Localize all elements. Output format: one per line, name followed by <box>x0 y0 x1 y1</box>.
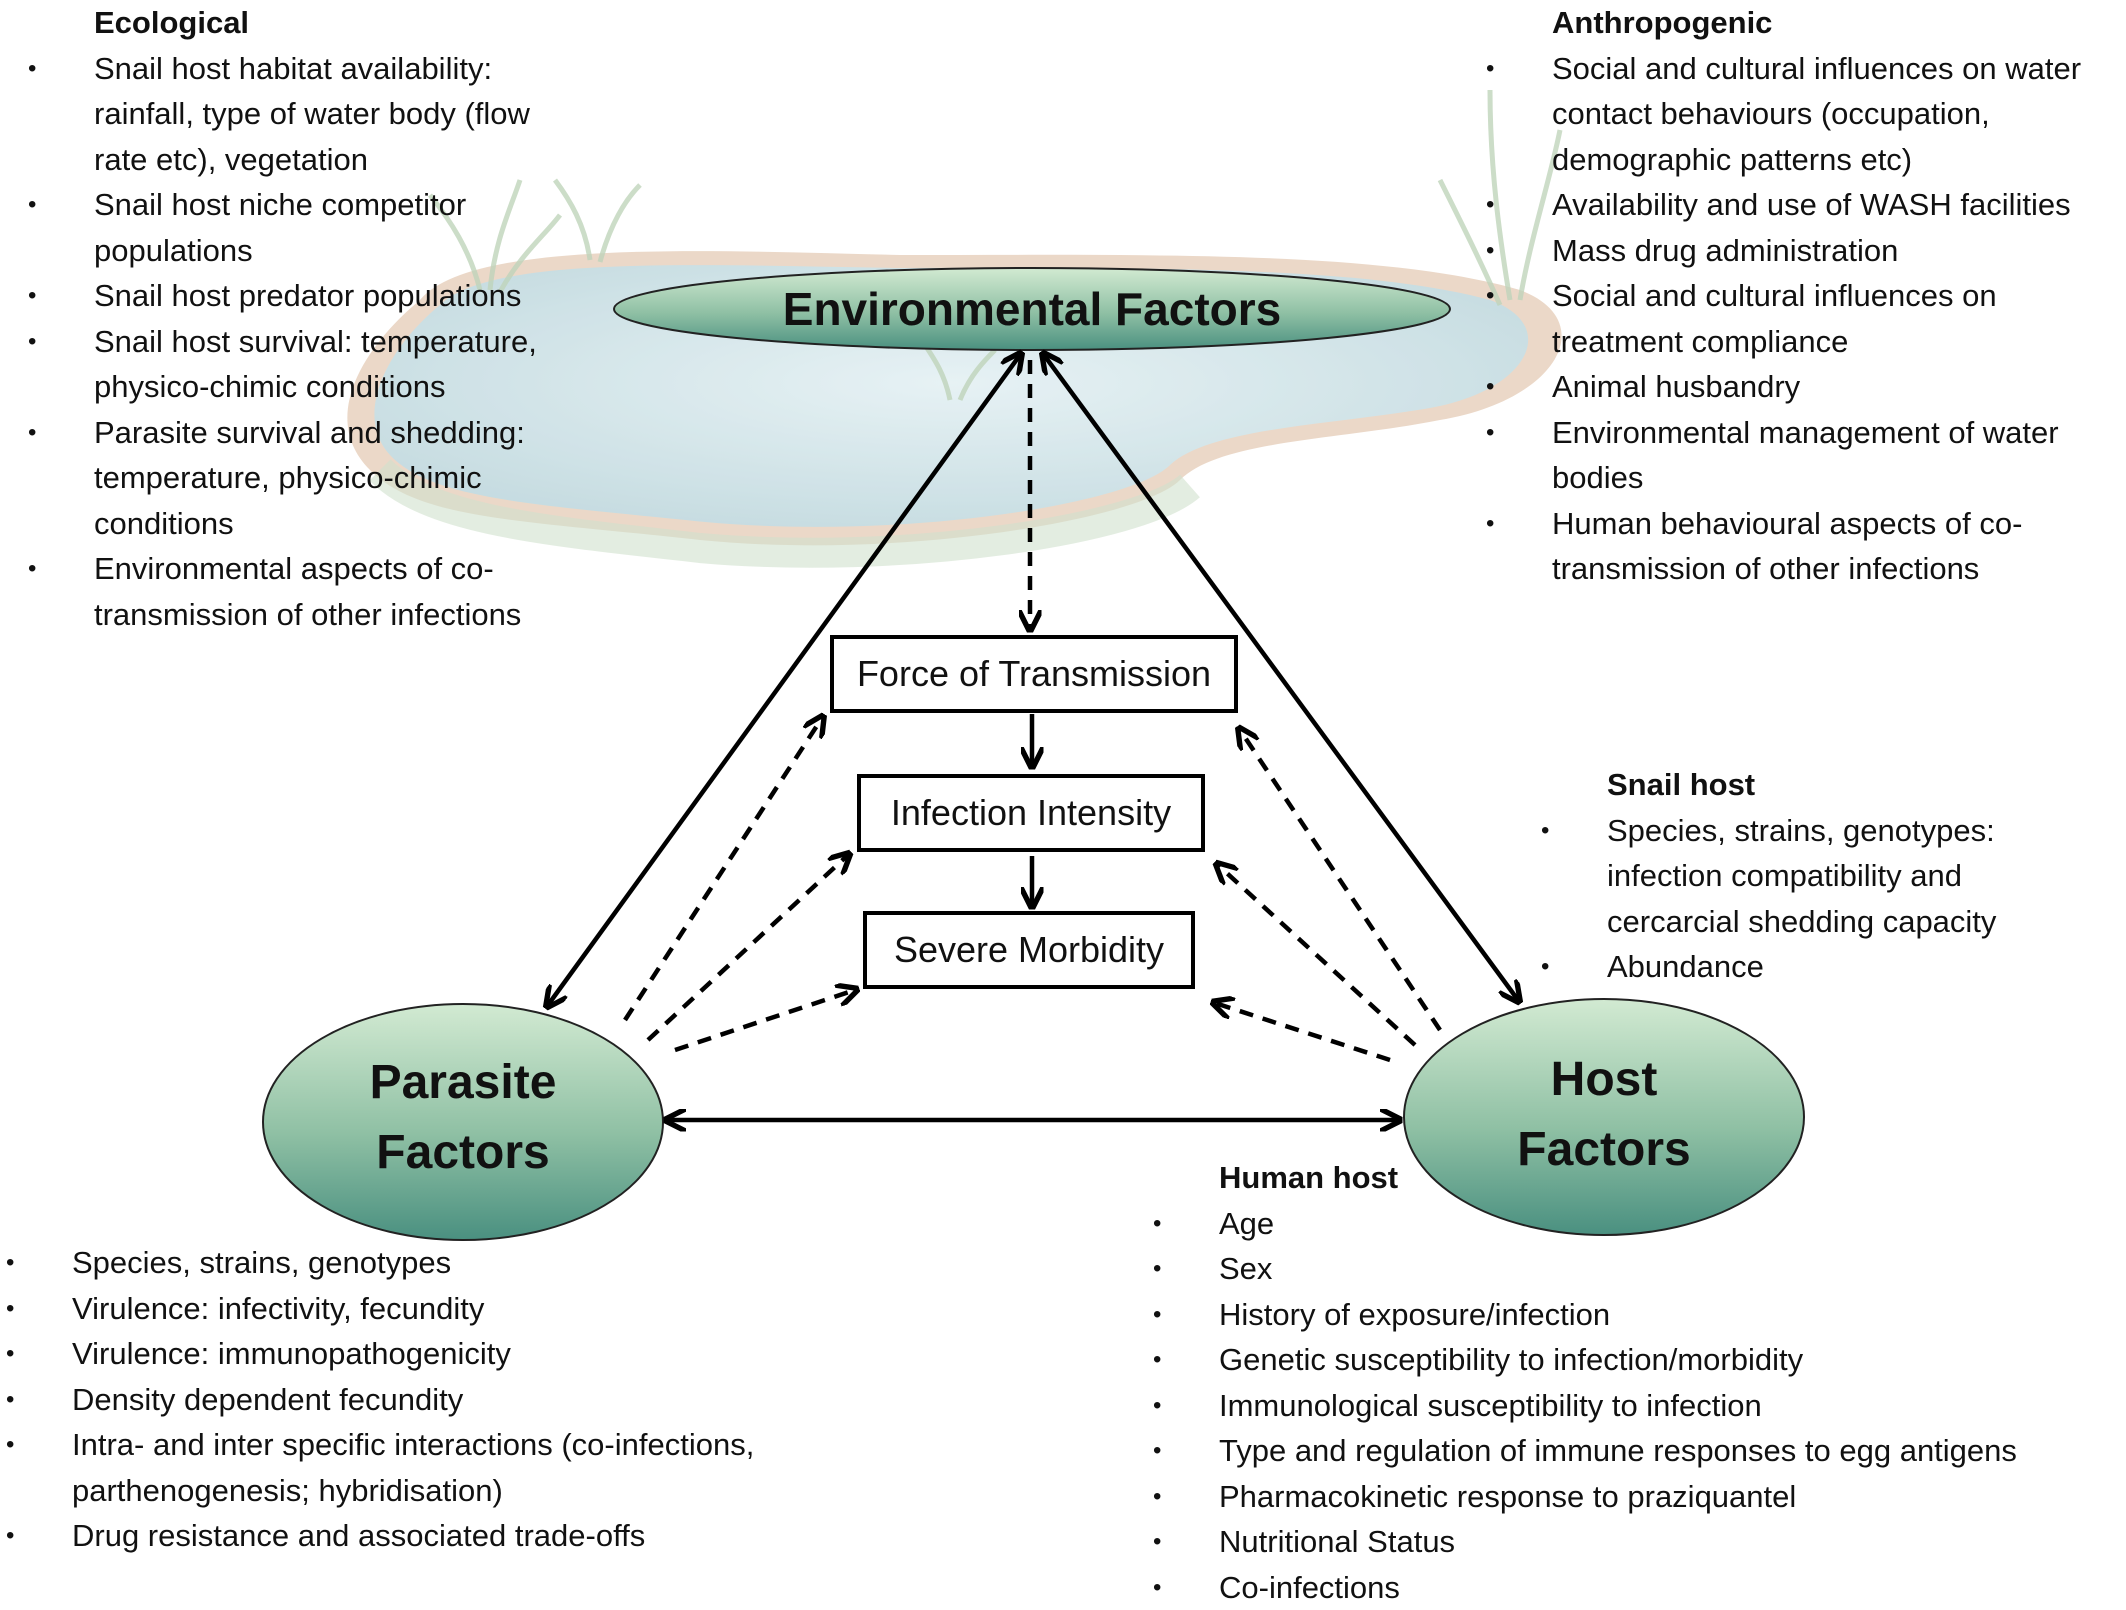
host-infection-dashed-arrow <box>1218 865 1415 1045</box>
host-label-line1: Host <box>1404 1045 1804 1115</box>
list-item: Species, strains, genotypes: infection c… <box>1541 808 2046 945</box>
list-item: Social and cultural influences on water … <box>1486 46 2126 183</box>
parasite-label-line2: Factors <box>263 1118 663 1188</box>
host-morbidity-dashed-arrow <box>1215 1003 1390 1060</box>
parasite-list-block: Species, strains, genotypes Virulence: i… <box>6 1240 876 1559</box>
snail-host-block: Snail host Species, strains, genotypes: … <box>1541 762 2046 990</box>
list-item: Snail host niche competitor populations <box>28 182 588 273</box>
environmental-factors-label: Environmental Factors <box>614 282 1450 336</box>
list-item: Mass drug administration <box>1486 228 2126 274</box>
list-item: Snail host survival: temperature, physic… <box>28 319 588 410</box>
list-item: Intra- and inter specific interactions (… <box>6 1422 876 1513</box>
parasite-infection-dashed-arrow <box>648 855 848 1040</box>
list-item: Nutritional Status <box>1153 1519 2113 1565</box>
list-item: Co-infections <box>1153 1565 2113 1610</box>
list-item: Environmental aspects of co-transmission… <box>28 546 588 637</box>
anthropogenic-block: Anthropogenic Social and cultural influe… <box>1486 0 2126 592</box>
list-item: Genetic susceptibility to infection/morb… <box>1153 1337 2113 1383</box>
severe-morbidity-box: Severe Morbidity <box>863 911 1195 989</box>
snail-host-list: Species, strains, genotypes: infection c… <box>1541 808 2046 990</box>
human-host-block: Human host Age Sex History of exposure/i… <box>1153 1155 2113 1610</box>
severe-morbidity-label: Severe Morbidity <box>894 929 1164 971</box>
list-item: Sex <box>1153 1246 2113 1292</box>
parasite-morbidity-dashed-arrow <box>675 990 855 1050</box>
force-of-transmission-box: Force of Transmission <box>830 635 1238 713</box>
list-item: Environmental management of water bodies <box>1486 410 2126 501</box>
parasite-list: Species, strains, genotypes Virulence: i… <box>6 1240 876 1559</box>
list-item: Virulence: immunopathogenicity <box>6 1331 876 1377</box>
list-item: Virulence: infectivity, fecundity <box>6 1286 876 1332</box>
list-item: Social and cultural influences on treatm… <box>1486 273 2126 364</box>
list-item: Animal husbandry <box>1486 364 2126 410</box>
infection-intensity-label: Infection Intensity <box>891 792 1171 834</box>
ecological-title: Ecological <box>28 0 588 46</box>
list-item: Parasite survival and shedding: temperat… <box>28 410 588 547</box>
parasite-factors-label: Parasite Factors <box>263 1048 663 1188</box>
ecological-list: Snail host habitat availability: rainfal… <box>28 46 588 638</box>
list-item: Drug resistance and associated trade-off… <box>6 1513 876 1559</box>
snail-host-title: Snail host <box>1541 762 2046 808</box>
ecological-block: Ecological Snail host habitat availabili… <box>28 0 588 637</box>
list-item: Snail host predator populations <box>28 273 588 319</box>
list-item: Abundance <box>1541 944 2046 990</box>
force-of-transmission-label: Force of Transmission <box>857 653 1211 695</box>
list-item: Species, strains, genotypes <box>6 1240 876 1286</box>
list-item: Snail host habitat availability: rainfal… <box>28 46 588 183</box>
human-host-list: Age Sex History of exposure/infection Ge… <box>1153 1201 2113 1610</box>
list-item: History of exposure/infection <box>1153 1292 2113 1338</box>
host-force-dashed-arrow <box>1240 730 1440 1030</box>
list-item: Immunological susceptibility to infectio… <box>1153 1383 2113 1429</box>
list-item: Type and regulation of immune responses … <box>1153 1428 2113 1474</box>
infection-intensity-box: Infection Intensity <box>857 774 1205 852</box>
list-item: Age <box>1153 1201 2113 1247</box>
list-item: Pharmacokinetic response to praziquantel <box>1153 1474 2113 1520</box>
anthropogenic-list: Social and cultural influences on water … <box>1486 46 2126 592</box>
host-label-line2: Factors <box>1404 1115 1804 1185</box>
parasite-label-line1: Parasite <box>263 1048 663 1118</box>
anthropogenic-title: Anthropogenic <box>1486 0 2126 46</box>
host-factors-label: Host Factors <box>1404 1045 1804 1185</box>
list-item: Availability and use of WASH facilities <box>1486 182 2126 228</box>
list-item: Human behavioural aspects of co-transmis… <box>1486 501 2126 592</box>
list-item: Density dependent fecundity <box>6 1377 876 1423</box>
